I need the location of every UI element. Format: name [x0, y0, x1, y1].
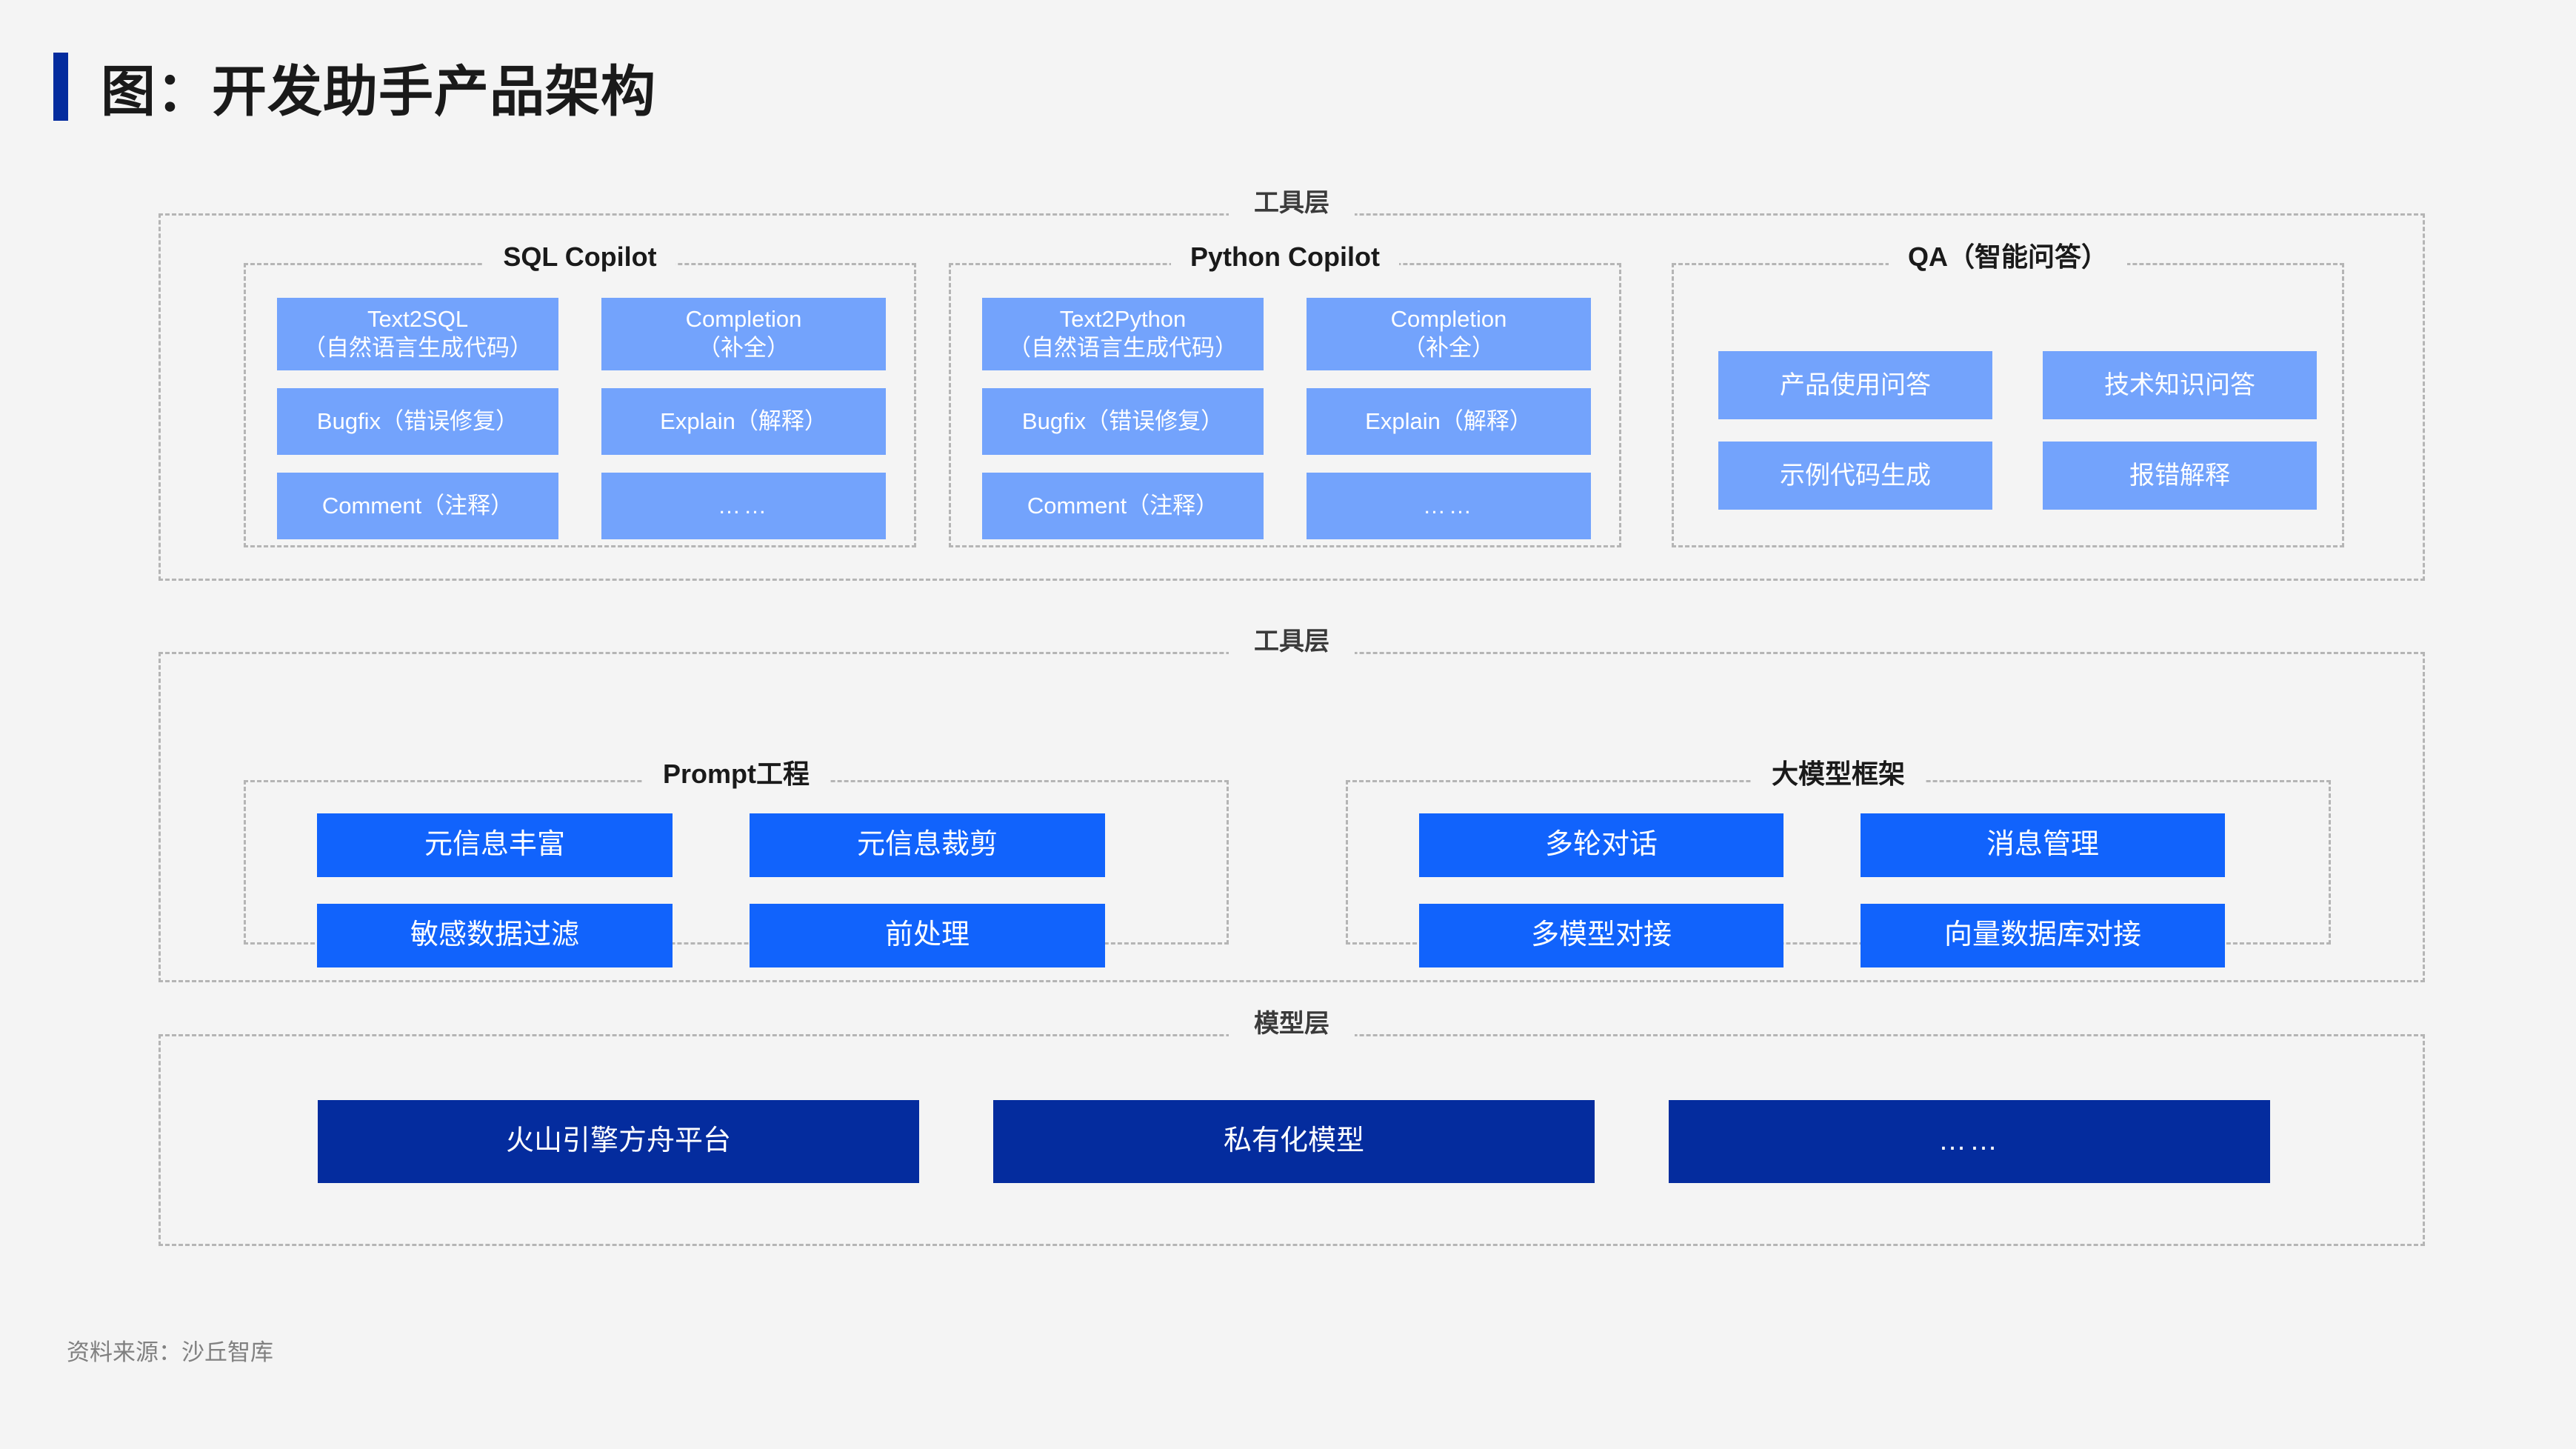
- group-title-python-copilot: Python Copilot: [1171, 244, 1399, 270]
- cell-sample-code-gen[interactable]: 示例代码生成: [1718, 442, 1992, 510]
- cell-meta-enrich[interactable]: 元信息丰富: [317, 813, 673, 877]
- cell-preprocess[interactable]: 前处理: [750, 904, 1105, 967]
- cell-comment[interactable]: Comment（注释）: [982, 473, 1264, 539]
- cell-meta-trim[interactable]: 元信息裁剪: [750, 813, 1105, 877]
- group-title-prompt-engineering: Prompt工程: [643, 761, 830, 787]
- cell-text2python[interactable]: Text2Python （自然语言生成代码）: [982, 298, 1264, 370]
- group-title-qa: QA（智能问答）: [1888, 244, 2128, 270]
- layer-title-model: 模型层: [1229, 1011, 1355, 1036]
- cell-tech-knowledge-qa[interactable]: 技术知识问答: [2043, 351, 2317, 419]
- cell-more[interactable]: ……: [1669, 1100, 2270, 1183]
- group-title-sql-copilot: SQL Copilot: [484, 244, 676, 270]
- cell-private-model[interactable]: 私有化模型: [993, 1100, 1595, 1183]
- cell-more[interactable]: ……: [601, 473, 886, 539]
- cell-message-management[interactable]: 消息管理: [1861, 813, 2225, 877]
- layer-title-tools-top: 工具层: [1229, 190, 1355, 216]
- cell-multi-turn-dialog[interactable]: 多轮对话: [1419, 813, 1783, 877]
- layer-tools-middle: 工具层 Prompt工程 元信息丰富 元信息裁剪 敏感数据过滤 前处理 大模型框…: [159, 629, 2425, 982]
- page-title: 图：开发助手产品架构: [53, 46, 656, 127]
- group-title-llm-framework: 大模型框架: [1752, 761, 1925, 787]
- group-sql-copilot: SQL Copilot Text2SQL （自然语言生成代码） Completi…: [244, 244, 916, 547]
- cell-bugfix[interactable]: Bugfix（错误修复）: [277, 388, 558, 455]
- cell-volcano-ark-platform[interactable]: 火山引擎方舟平台: [318, 1100, 919, 1183]
- cell-error-explain[interactable]: 报错解释: [2043, 442, 2317, 510]
- group-llm-framework: 大模型框架 多轮对话 消息管理 多模型对接 向量数据库对接: [1346, 761, 2331, 967]
- cell-explain[interactable]: Explain（解释）: [1307, 388, 1591, 455]
- cell-vector-db-connect[interactable]: 向量数据库对接: [1861, 904, 2225, 967]
- cell-comment[interactable]: Comment（注释）: [277, 473, 558, 539]
- title-label: 图：开发助手产品架构: [101, 60, 656, 122]
- cell-more[interactable]: ……: [1307, 473, 1591, 539]
- cell-multi-model-connect[interactable]: 多模型对接: [1419, 904, 1783, 967]
- group-prompt-engineering: Prompt工程 元信息丰富 元信息裁剪 敏感数据过滤 前处理: [244, 761, 1229, 967]
- group-python-copilot: Python Copilot Text2Python （自然语言生成代码） Co…: [949, 244, 1621, 547]
- cell-product-usage-qa[interactable]: 产品使用问答: [1718, 351, 1992, 419]
- layer-tools-top: 工具层 SQL Copilot Text2SQL （自然语言生成代码） Comp…: [159, 190, 2425, 581]
- cell-text2sql[interactable]: Text2SQL （自然语言生成代码）: [277, 298, 558, 370]
- cell-bugfix[interactable]: Bugfix（错误修复）: [982, 388, 1264, 455]
- layer-title-tools-middle: 工具层: [1229, 629, 1355, 654]
- layer-model: 模型层 火山引擎方舟平台 私有化模型 ……: [159, 1011, 2425, 1246]
- cell-sensitive-filter[interactable]: 敏感数据过滤: [317, 904, 673, 967]
- title-accent-bar: [53, 53, 68, 121]
- group-qa: QA（智能问答） 产品使用问答 技术知识问答 示例代码生成 报错解释: [1672, 244, 2344, 547]
- cell-completion[interactable]: Completion （补全）: [601, 298, 886, 370]
- cell-explain[interactable]: Explain（解释）: [601, 388, 886, 455]
- source-label: 资料来源：沙丘智库: [67, 1339, 273, 1365]
- cell-completion[interactable]: Completion （补全）: [1307, 298, 1591, 370]
